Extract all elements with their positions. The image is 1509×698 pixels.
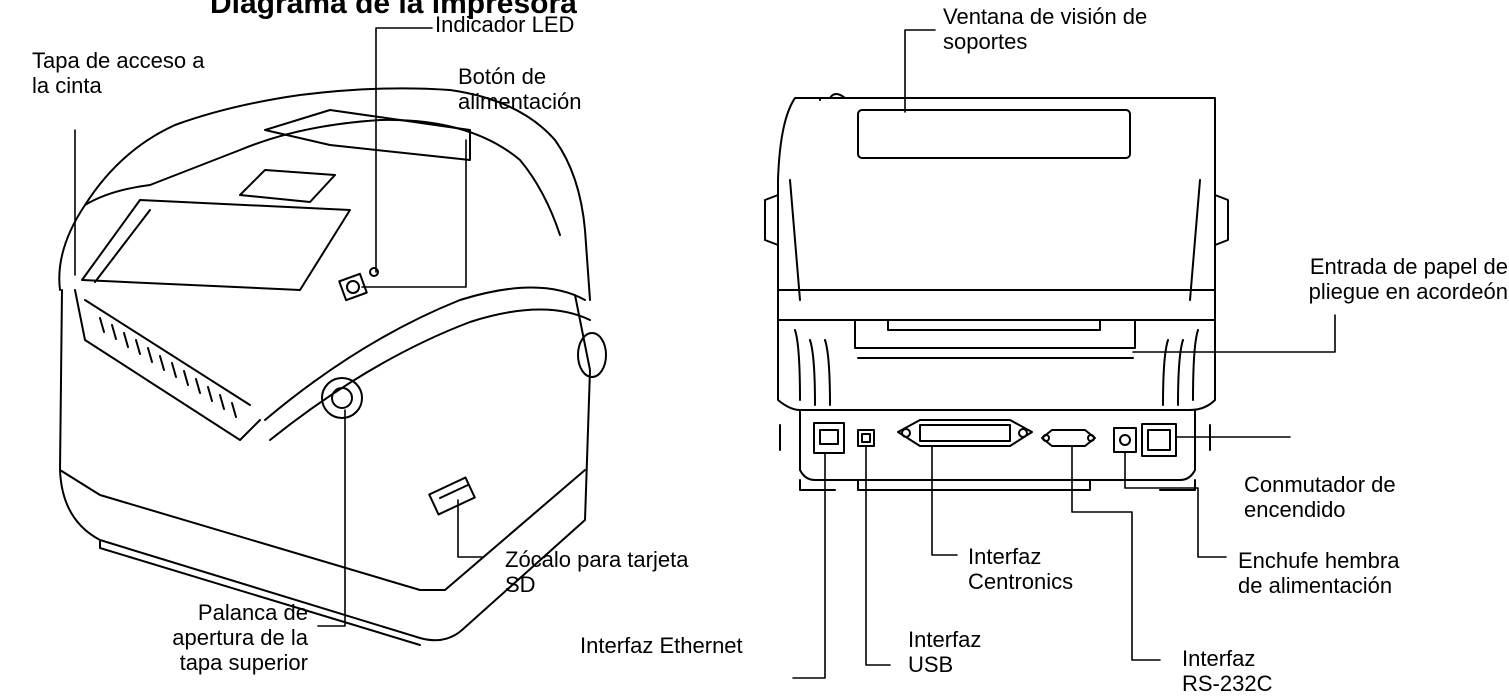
page-title: Diagrama de la impresora [210,0,577,20]
front-printer-illustration [58,87,607,646]
rear-printer-illustration [764,93,1229,491]
label-fanfold-paper-entrance: Entrada de papel de pliegue en acordeón [1308,254,1508,304]
label-centronics-interface: Interfaz Centronics [968,544,1074,594]
label-sd-card-socket: Zócalo para tarjeta SD [505,547,689,597]
label-top-cover-open-lever: Palanca de apertura de la tapa superior [172,600,308,675]
label-ethernet-interface: Interfaz Ethernet [580,633,743,658]
label-rs232c-interface: Interfaz RS-232C [1182,646,1273,696]
label-power-jack: Enchufe hembra de alimentación [1238,548,1400,598]
label-media-view-window: Ventana de visión de soportes [943,4,1148,54]
leader-lines [74,27,1336,679]
label-power-switch: Conmutador de encendido [1244,472,1396,522]
label-feed-button: Botón de alimentación [458,64,582,114]
label-ribbon-access-cover: Tapa de acceso a la cinta [32,48,205,98]
label-usb-interface: Interfaz USB [908,627,982,677]
label-led-indicator: Indicador LED [435,12,575,37]
